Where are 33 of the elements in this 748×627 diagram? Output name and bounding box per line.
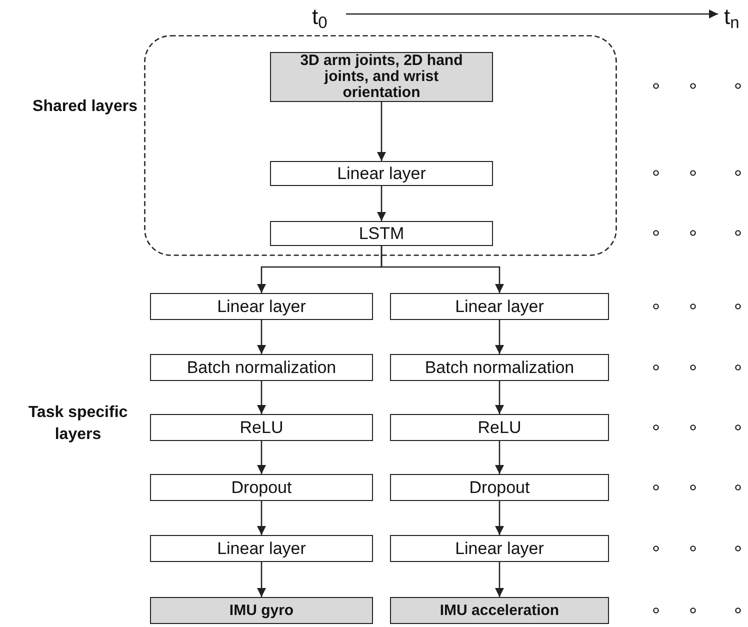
data-box: 3D arm joints, 2D hand joints, and wrist orientation: [270, 52, 493, 102]
layer-box: LSTM: [270, 221, 493, 246]
section-label: Task specific layers: [27, 403, 129, 445]
arrow: [494, 501, 504, 535]
dashed-group-outline: [144, 35, 617, 256]
layer-box: Linear layer: [150, 293, 373, 320]
arrow: [494, 381, 504, 414]
layer-box: ReLU: [150, 414, 373, 441]
time-label: t$_{0}$: [312, 3, 328, 33]
arrow: [256, 501, 266, 535]
arrow: [494, 562, 504, 597]
layer-box: Batch normalization: [390, 354, 609, 381]
data-box: IMU gyro: [150, 597, 373, 624]
layer-box: Linear layer: [270, 161, 493, 186]
layer-box: Linear layer: [390, 535, 609, 562]
section-label: Shared layers: [32, 97, 138, 117]
time-label: t$_{n}$: [724, 3, 740, 33]
arrow: [256, 441, 266, 474]
data-box: IMU acceleration: [390, 597, 609, 624]
arrow: [256, 562, 266, 597]
layer-box: Linear layer: [390, 293, 609, 320]
arrow: [494, 320, 504, 354]
arrow: [256, 381, 266, 414]
arrow: [376, 186, 386, 221]
arrow: [256, 320, 266, 354]
arrow: [494, 441, 504, 474]
layer-box: Dropout: [150, 474, 373, 501]
arrow: [376, 102, 386, 161]
layer-box: ReLU: [390, 414, 609, 441]
layer-box: Batch normalization: [150, 354, 373, 381]
layer-box: Linear layer: [150, 535, 373, 562]
layer-box: Dropout: [390, 474, 609, 501]
arrow: [380, 246, 504, 293]
